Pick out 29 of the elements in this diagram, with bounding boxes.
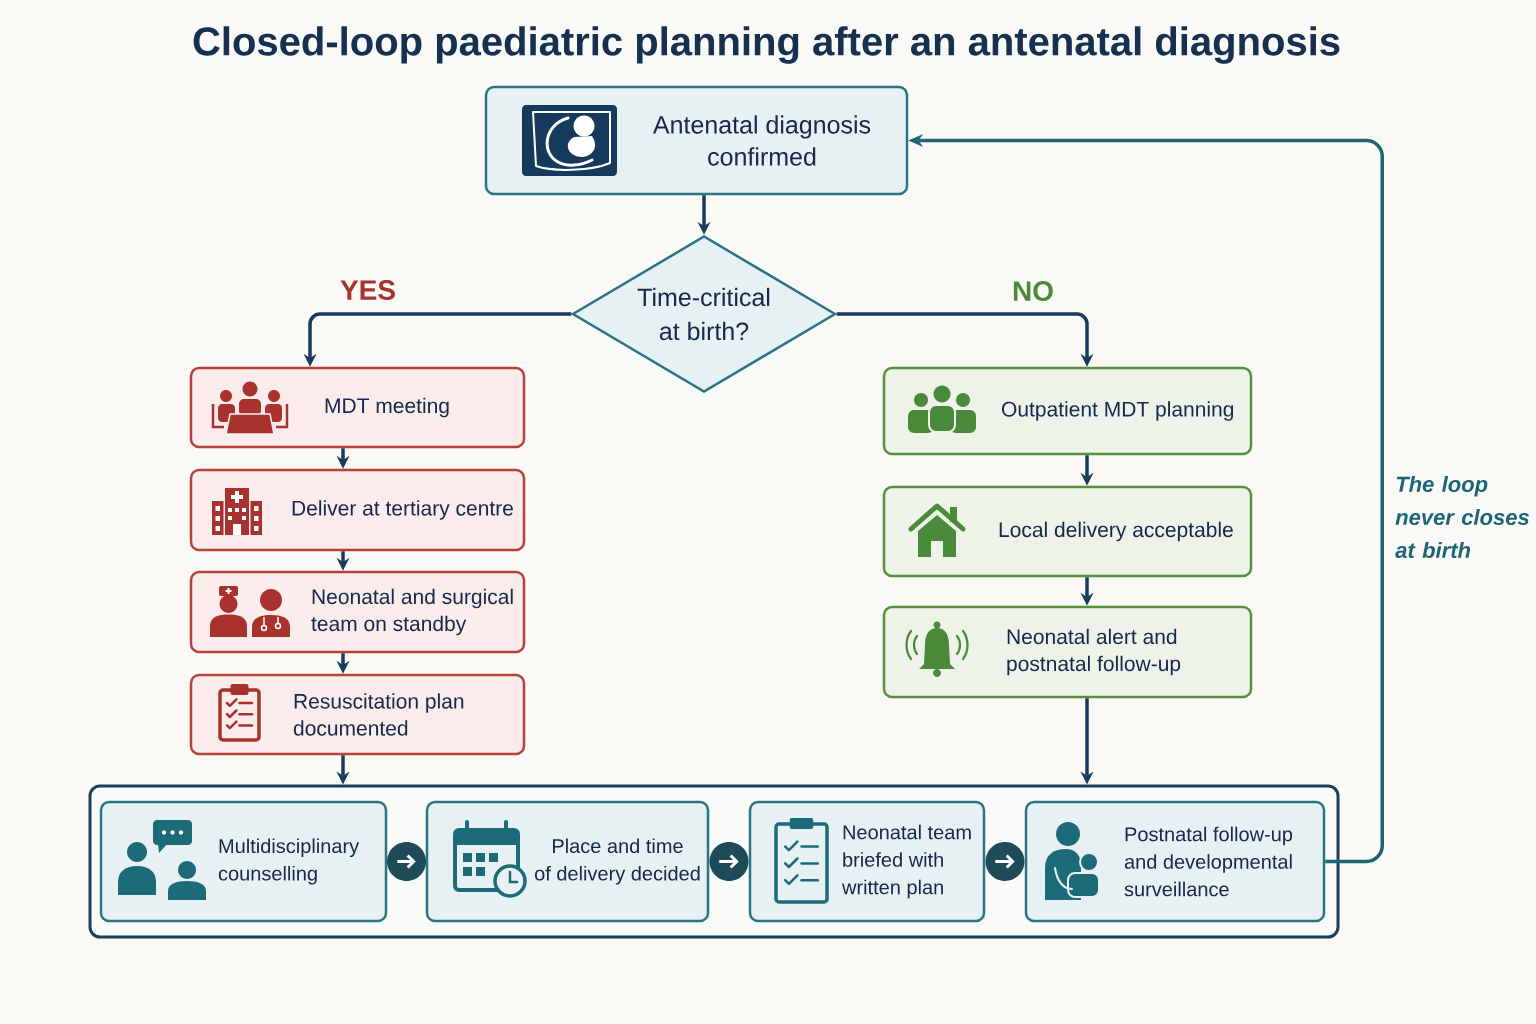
process-box: Neonatal team briefed with written plan [748,800,986,923]
process-box: Neonatal alert and postnatal follow-up [882,605,1253,699]
process-box: Outpatient MDT planning [882,366,1253,456]
arrow [985,842,1025,881]
title: Closed-loop paediatric planning after an antenatal diagnosis [193,26,1340,64]
arrow [1080,698,1094,785]
arrow [697,195,711,235]
arrow [908,134,1384,864]
process-box: Deliver at tertiary centre [189,468,526,552]
edge-label: YES [340,280,395,300]
process-box: Postnatal follow-up and developmental surveillance [1024,800,1326,923]
process-box: MDT meeting [189,366,526,449]
arrow [1080,455,1094,486]
arrow [336,448,350,469]
process-box: Multidisciplinary counselling [99,800,388,923]
process-box: Place and time of delivery decided [425,800,710,923]
edge-label: NO [1013,281,1053,301]
process-box: Resuscitation plan documented [189,673,526,756]
arrow [336,653,350,674]
arrow [1080,577,1094,606]
arrow [336,755,350,785]
arrow [387,842,426,881]
arrow [709,842,749,881]
edge-label: The loop never closes at birth [1395,475,1529,559]
arrow [303,312,572,367]
arrow [336,551,350,571]
process-box: Neonatal and surgical team on standby [189,570,526,654]
process-box: Local delivery acceptable [882,485,1253,578]
arrow [836,312,1094,367]
